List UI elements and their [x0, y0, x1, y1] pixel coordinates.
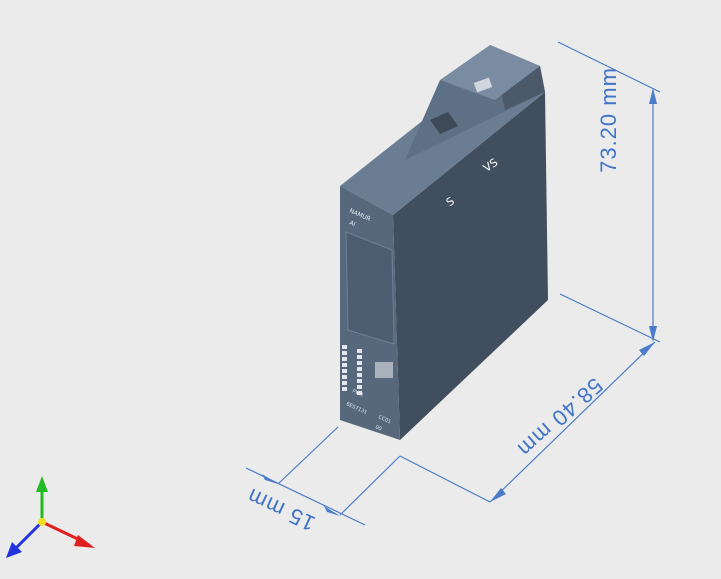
- axis-triad[interactable]: [6, 476, 95, 558]
- height-dim-label: 73.20 mm: [596, 67, 621, 173]
- depth-dim-line: [489, 341, 656, 503]
- front-label-code: CC01: [377, 414, 392, 425]
- width-ext-left: [277, 426, 339, 485]
- depth-dim-label: 58.40 mm: [512, 373, 607, 462]
- status-led: [342, 387, 347, 391]
- depth-arrow-bottom: [490, 488, 506, 502]
- status-led: [357, 379, 362, 383]
- module-top-face: [340, 92, 545, 215]
- status-led: [342, 363, 347, 367]
- height-ext-bottom: [559, 293, 661, 343]
- status-led: [342, 369, 347, 373]
- status-led: [357, 391, 362, 395]
- status-led: [357, 349, 362, 353]
- front-label-version: 00: [374, 424, 382, 432]
- status-led: [357, 385, 362, 389]
- axis-z-arrow: [6, 542, 22, 558]
- status-led: [342, 351, 347, 355]
- axis-x-line: [41, 520, 83, 543]
- module-clip-top: [440, 45, 540, 100]
- width-dim-label: 15 mm: [243, 483, 319, 536]
- front-label-ai: AI: [348, 219, 356, 228]
- depth-ext-mid: [399, 455, 491, 503]
- module-clip-latch: [473, 77, 493, 93]
- status-led: [342, 357, 347, 361]
- io-module[interactable]: S VS NAMUR AI PWR 6ES7131 CC01 00: [340, 45, 548, 440]
- status-led-column: [342, 345, 362, 395]
- module-front-window: [345, 231, 395, 345]
- status-led: [342, 381, 347, 385]
- axis-z-line: [14, 520, 44, 550]
- axis-y-arrow: [36, 476, 48, 492]
- status-led: [342, 345, 347, 349]
- status-led: [357, 367, 362, 371]
- module-clip-slot: [430, 112, 458, 134]
- height-arrow-bottom: [649, 326, 657, 342]
- status-led: [342, 375, 347, 379]
- status-led: [357, 373, 362, 377]
- depth-arrow-top: [639, 342, 655, 356]
- module-label-square: [375, 362, 393, 378]
- status-led: [357, 361, 362, 365]
- width-arrow-right: [324, 506, 340, 516]
- height-ext-top: [557, 41, 661, 93]
- width-arrow-left: [262, 474, 278, 484]
- status-led: [357, 355, 362, 359]
- axis-origin: [38, 518, 46, 526]
- module-side-face: [393, 92, 548, 440]
- axis-x-arrow: [74, 535, 95, 548]
- depth-ext-front: [339, 455, 401, 516]
- height-arrow-top: [649, 88, 657, 104]
